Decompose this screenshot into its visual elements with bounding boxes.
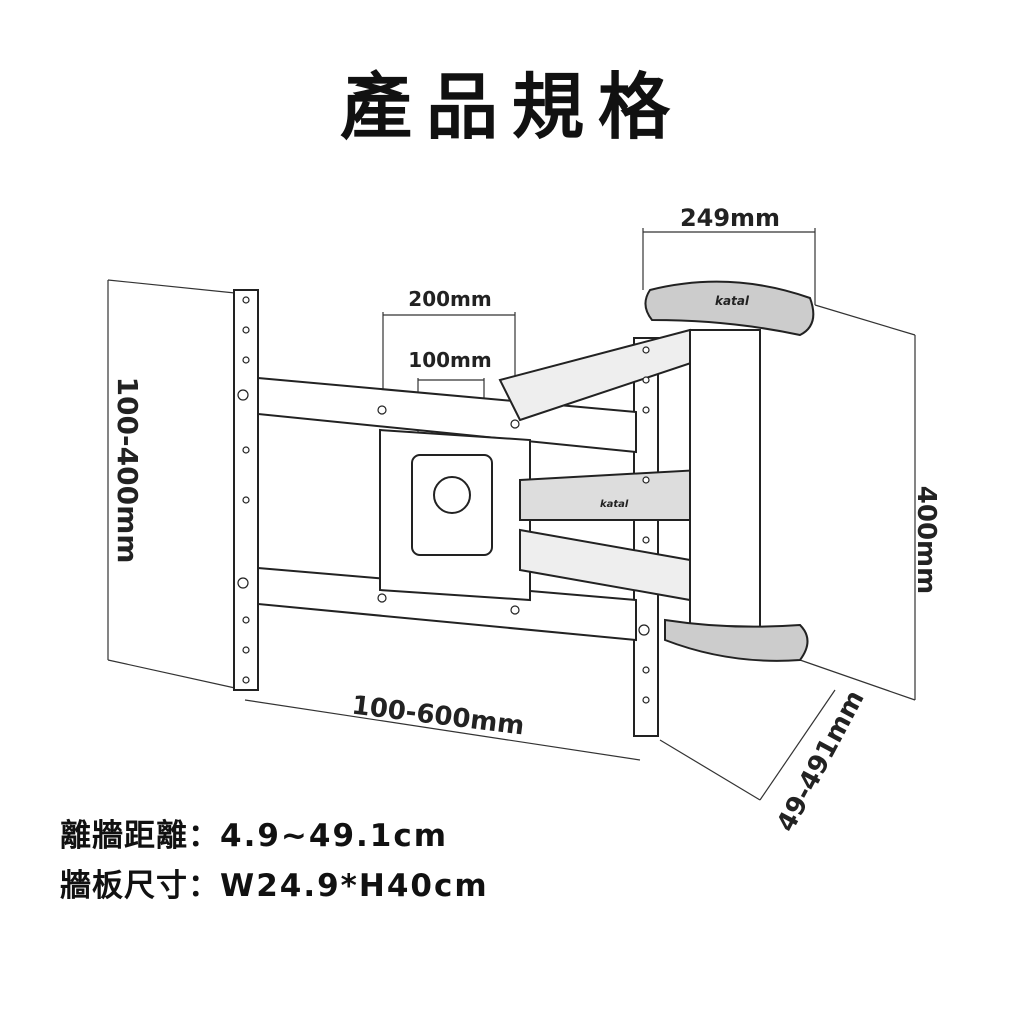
dim-label-200: 200mm bbox=[408, 287, 491, 311]
spec-plate-size: 牆板尺寸：W24.9*H40cm bbox=[60, 860, 489, 905]
page-title: 產品規格 bbox=[339, 65, 684, 149]
upper-swing-arm bbox=[498, 328, 702, 422]
dim-label-400: 400mm bbox=[911, 486, 941, 594]
brand-logo: katal bbox=[715, 294, 750, 308]
dim-label-100: 100mm bbox=[408, 348, 491, 372]
spec-value: 4.9~49.1cm bbox=[220, 818, 449, 854]
lower-swing-arm bbox=[519, 528, 691, 602]
dim-label-249: 249mm bbox=[680, 204, 780, 232]
spec-label: 牆板尺寸 bbox=[60, 868, 188, 904]
dim-line-100-600 bbox=[244, 699, 641, 761]
dim-line-extension bbox=[759, 689, 836, 801]
spec-label: 離牆距離 bbox=[60, 818, 188, 854]
wall-plate-top-cap bbox=[644, 280, 815, 337]
dim-label-100-400: 100-400mm bbox=[111, 377, 144, 564]
dim-label-100-600: 100-600mm bbox=[350, 691, 526, 742]
spec-separator: ： bbox=[188, 868, 220, 904]
spec-wall-distance: 離牆距離：4.9~49.1cm bbox=[60, 810, 448, 855]
spec-separator: ： bbox=[188, 818, 220, 854]
wall-plate bbox=[689, 329, 761, 631]
left-rail bbox=[233, 289, 259, 691]
wall-plate-bottom-cap bbox=[664, 618, 809, 662]
spec-value: W24.9*H40cm bbox=[220, 868, 489, 904]
middle-swing-arm bbox=[519, 468, 701, 521]
brand-logo-arm: katal bbox=[600, 499, 629, 510]
